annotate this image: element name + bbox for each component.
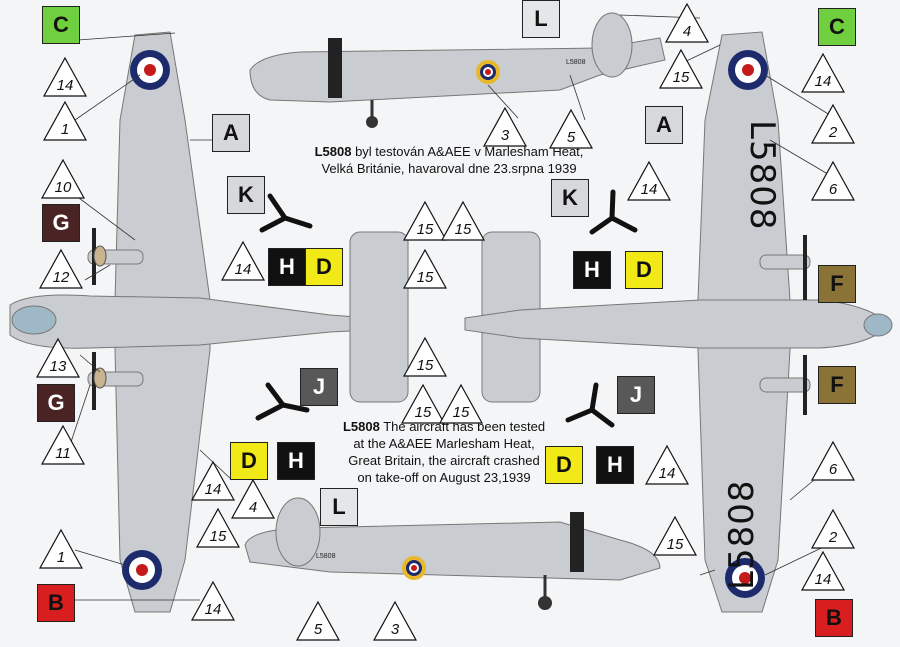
triangle-12: 12	[38, 248, 84, 290]
triangle-6-top: 6	[810, 160, 856, 202]
triangle-15-tail-4: 15	[402, 336, 448, 378]
square-a-left: A	[212, 114, 250, 152]
note-english-line3: Great Britain, the aircraft crashed	[348, 453, 540, 468]
square-l-top: L	[522, 0, 560, 38]
triangle-5-bottom: 5	[295, 600, 341, 642]
triangle-15-tail-2: 15	[440, 200, 486, 242]
top-view-aircraft	[9, 31, 371, 613]
triangle-15-tail-5: 15	[400, 383, 446, 425]
triangle-15-lower: 15	[195, 507, 241, 549]
roundel-bottom-right	[725, 558, 765, 598]
triangle-6-bottom: 6	[810, 440, 856, 482]
triangle-2-top: 2	[810, 103, 856, 145]
note-czech-title: L5808	[314, 144, 352, 159]
triangle-5-top: 5	[548, 108, 594, 150]
fuselage-roundel-bottom	[402, 556, 426, 580]
triangle-3-top: 3	[482, 106, 528, 148]
square-b-left: B	[37, 584, 75, 622]
square-h-left-top: H	[268, 248, 306, 286]
square-d-right-top: D	[625, 251, 663, 289]
note-czech: L5808 byl testován A&AEE v Marlesham Hea…	[284, 143, 614, 177]
triangle-1-bottom: 1	[38, 528, 84, 570]
propeller-decal-k2	[589, 189, 638, 235]
note-english-line2: at the A&AEE Marlesham Heat,	[353, 436, 535, 451]
note-english-title: L5808	[342, 419, 380, 434]
bottom-view-aircraft	[464, 31, 893, 613]
triangle-14-wing-left: 14	[220, 240, 266, 282]
square-j-right: J	[617, 376, 655, 414]
note-czech-line1: byl testován A&AEE v Marlesham Heat,	[351, 144, 584, 159]
serial-fuselage-top: L5808	[566, 59, 586, 66]
propeller-decal-j2	[565, 382, 615, 428]
square-d-right-bottom: D	[545, 446, 583, 484]
square-d-left-top: D	[305, 248, 343, 286]
triangle-14-lower-left: 14	[190, 460, 236, 502]
triangle-14-top-right: 14	[800, 52, 846, 94]
square-k-left: K	[227, 176, 265, 214]
triangle-15-tail-1: 15	[402, 200, 448, 242]
roundel-bottom-left	[122, 550, 162, 590]
square-f-top: F	[818, 265, 856, 303]
note-english-line4: on take-off on August 23,1939	[357, 470, 531, 485]
square-c-left: C	[42, 6, 80, 44]
triangle-14-bottom-left: 14	[190, 580, 236, 622]
square-g-bottom: G	[37, 384, 75, 422]
triangle-15-tail-6: 15	[438, 383, 484, 425]
serial-wing-top: L5808	[742, 120, 782, 231]
triangle-2-bottom: 2	[810, 508, 856, 550]
square-l-bottom: L	[320, 488, 358, 526]
note-czech-line2: Velká Británie, havaroval dne 23.srpna 1…	[321, 161, 577, 176]
triangle-4-top: 4	[664, 2, 710, 44]
note-english: L5808 The aircraft has been tested at th…	[328, 418, 560, 486]
triangle-14-bottom-right: 14	[800, 550, 846, 592]
triangle-14-mid-right: 14	[626, 160, 672, 202]
square-g-top: G	[42, 204, 80, 242]
triangle-14: 14	[42, 56, 88, 98]
fuselage-roundel-top	[476, 60, 500, 84]
square-h-left-bottom: H	[277, 442, 315, 480]
roundel-top-left	[130, 50, 170, 90]
triangle-1: 1	[42, 100, 88, 142]
roundel-top-right	[728, 50, 768, 90]
propeller-decal-j	[255, 382, 310, 421]
square-f-bottom: F	[818, 366, 856, 404]
propeller-decal-k	[259, 193, 313, 233]
triangle-11: 11	[40, 424, 86, 466]
triangle-15-top-right: 15	[658, 48, 704, 90]
square-d-left-bottom: D	[230, 442, 268, 480]
triangle-14-lower-right: 14	[644, 444, 690, 486]
triangle-13: 13	[35, 337, 81, 379]
square-c-right: C	[818, 8, 856, 46]
serial-wing-bottom: L5808	[722, 479, 762, 590]
square-h-right-top: H	[573, 251, 611, 289]
left-tailplane	[349, 231, 409, 403]
triangle-15-tail-3: 15	[402, 248, 448, 290]
side-view-top	[249, 12, 666, 128]
square-h-right-bottom: H	[596, 446, 634, 484]
square-b-right: B	[815, 599, 853, 637]
square-j-left: J	[300, 368, 338, 406]
serial-fuselage-bottom: L5808	[316, 553, 336, 560]
square-a-right: A	[645, 106, 683, 144]
triangle-3-bottom: 3	[372, 600, 418, 642]
side-view-bottom	[244, 497, 661, 610]
triangle-4-lower: 4	[230, 478, 276, 520]
triangle-15-bottom-right: 15	[652, 515, 698, 557]
triangle-10: 10	[40, 158, 86, 200]
square-k-right: K	[551, 179, 589, 217]
